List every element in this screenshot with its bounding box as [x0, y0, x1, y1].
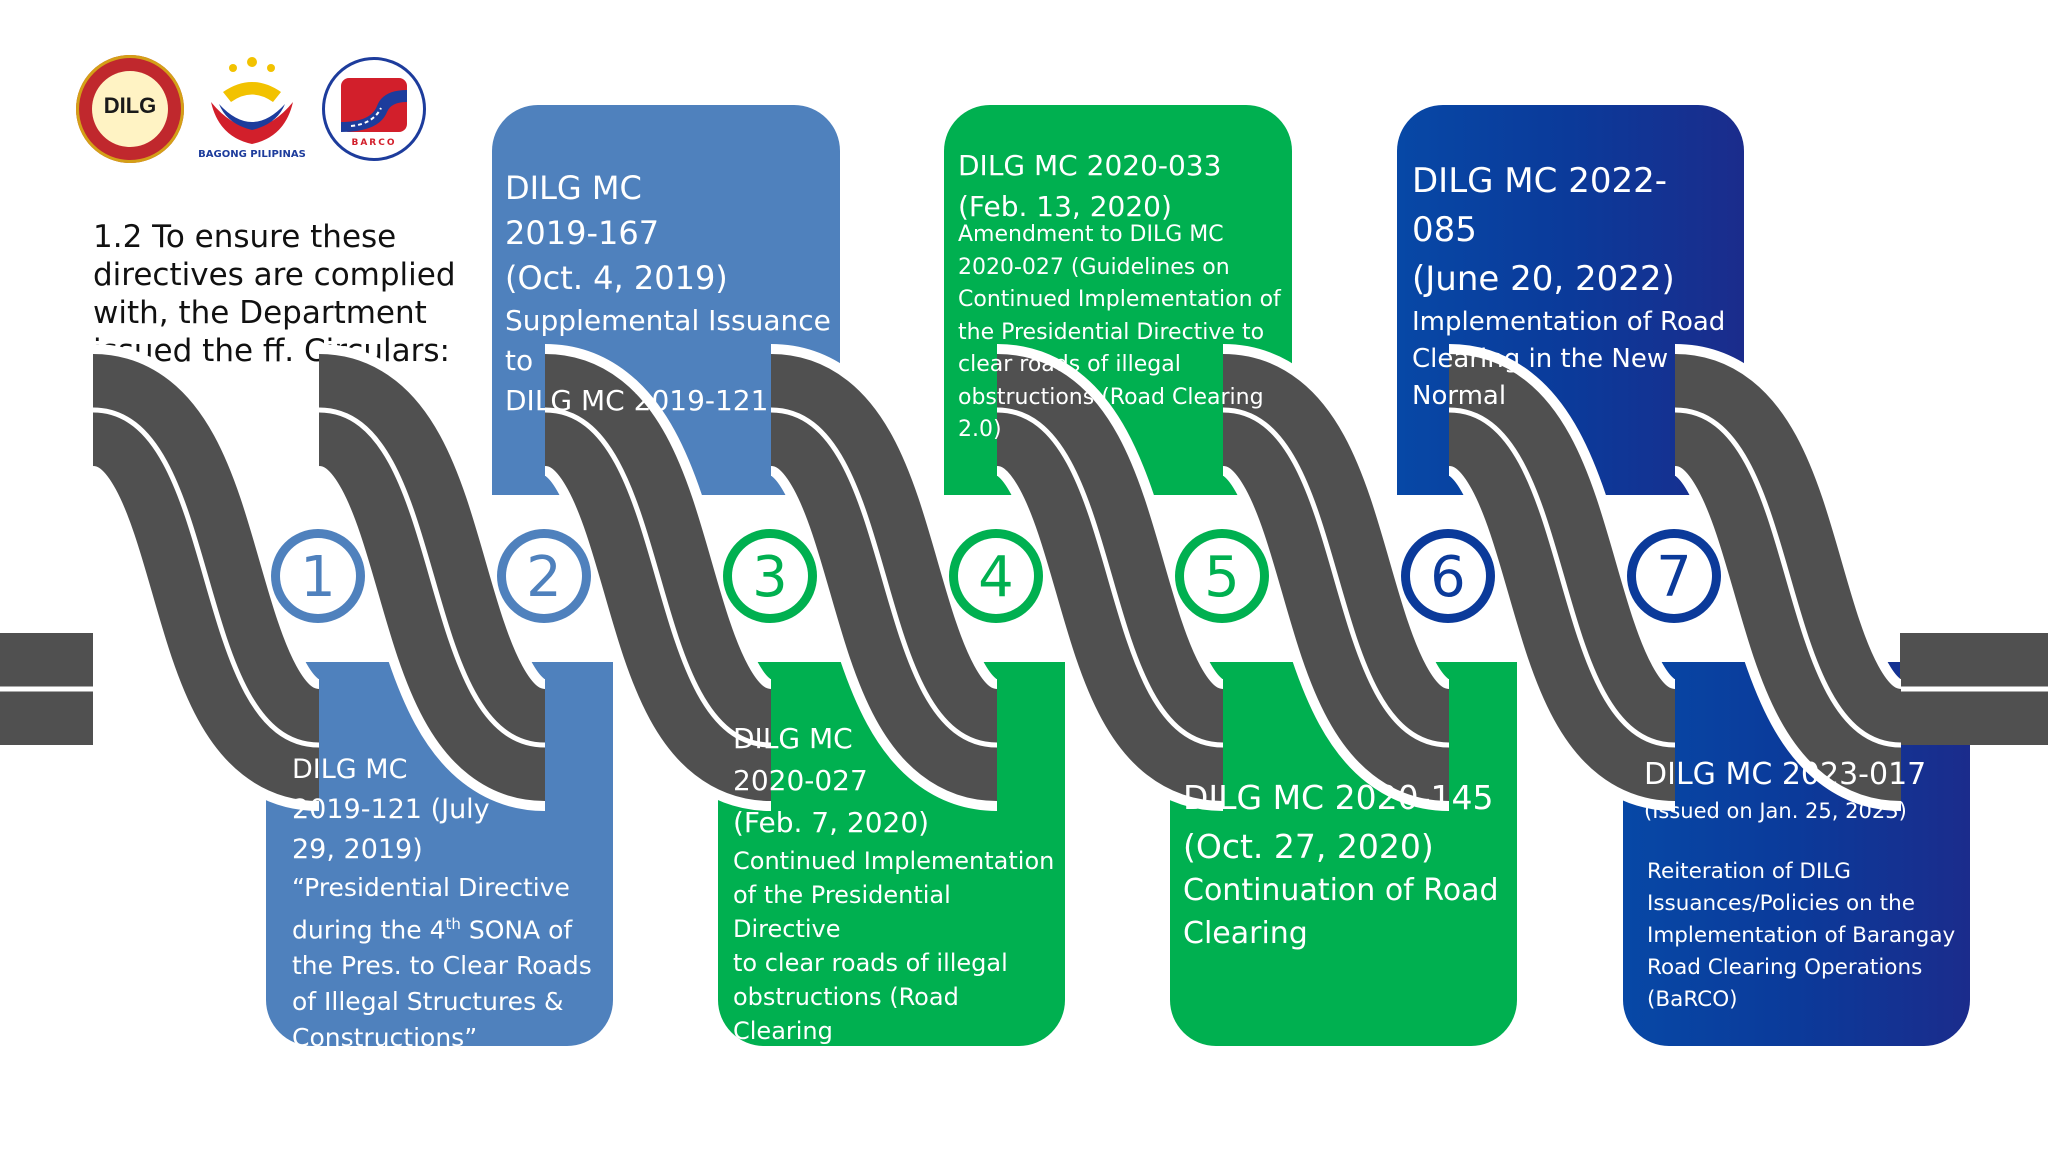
- step-5-number: 5: [1204, 545, 1240, 610]
- step-5-content: DILG MC 2020-145 (Oct. 27, 2020) Continu…: [1183, 773, 1513, 955]
- road-lane-line: [770, 407, 998, 748]
- step-4-content: DILG MC 2020-033 (Feb. 13, 2020) Amendme…: [958, 145, 1288, 447]
- road-lane-line: [318, 407, 546, 748]
- step-5-desc: Continuation of Road Clearing: [1183, 873, 1499, 951]
- step-1-number: 1: [300, 545, 336, 610]
- step-4-desc: Amendment to DILG MC 2020-027 (Guideline…: [958, 222, 1281, 442]
- step-3-desc: Continued Implementation of the Presiden…: [733, 847, 1055, 1079]
- road-lane-line: [92, 407, 320, 748]
- dilg-seal-logo: DILG: [76, 55, 184, 163]
- step-2-content: DILG MC 2019-167 (Oct. 4, 2019) Suppleme…: [505, 166, 835, 421]
- barco-logo: BARCO: [322, 57, 426, 161]
- step-1-desc: “Presidential Directive during the 4th S…: [292, 873, 592, 1053]
- road-lane-line: [544, 407, 772, 748]
- step-5-circle-inner: [1184, 538, 1260, 614]
- step-3-title: DILG MC 2020-027 (Feb. 7, 2020): [733, 722, 930, 839]
- bagong-pilipinas-logo: BAGONG PILIPINAS: [193, 52, 311, 164]
- step-7-subtitle: (Issued on Jan. 25, 2023): [1644, 799, 1907, 823]
- step-6-content: DILG MC 2022- 085 (June 20, 2022) Implem…: [1412, 157, 1742, 415]
- step-7-number: 7: [1656, 545, 1692, 610]
- step-2-desc: Supplemental Issuance to DILG MC 2019-12…: [505, 304, 831, 417]
- step-5-title: DILG MC 2020-145 (Oct. 27, 2020): [1183, 778, 1494, 866]
- step-4-title: DILG MC 2020-033 (Feb. 13, 2020): [958, 149, 1222, 223]
- dilg-logo-text: DILG: [103, 93, 157, 118]
- road-lane-line: [1674, 407, 1902, 748]
- number-markers: 1 2 3 4 5 6 7: [271, 529, 1721, 623]
- step-2-number: 2: [526, 545, 562, 610]
- step-4-circle-inner: [958, 538, 1034, 614]
- step-1-title: DILG MC 2019-121 (July 29, 2019): [292, 754, 490, 865]
- step-2-title: DILG MC 2019-167 (Oct. 4, 2019): [505, 169, 728, 297]
- road-lane-line: [1222, 407, 1450, 748]
- barco-logo-text: BARCO: [351, 138, 397, 148]
- step-7-desc: Reiteration of DILG Issuances/Policies o…: [1647, 859, 1956, 1012]
- step-7-title: DILG MC 2023-017: [1644, 757, 1927, 792]
- step-7-content: DILG MC 2023-017 (Issued on Jan. 25, 202…: [1644, 756, 1964, 1016]
- step-3-content: DILG MC 2020-027 (Feb. 7, 2020) Continue…: [733, 718, 1063, 1082]
- road-group: [0, 344, 2048, 811]
- step-2-circle-inner: [506, 538, 582, 614]
- step-4-number: 4: [978, 545, 1014, 610]
- step-6-circle-inner: [1410, 538, 1486, 614]
- road-lane-line: [996, 407, 1224, 748]
- step-1-circle-inner: [280, 538, 356, 614]
- bagong-pilipinas-text: BAGONG PILIPINAS: [198, 149, 306, 160]
- step-7-circle-inner: [1636, 538, 1712, 614]
- step-1-content: DILG MC 2019-121 (July 29, 2019) “Presid…: [292, 750, 602, 1056]
- step-6-desc: Implementation of Road Clearing in the N…: [1412, 307, 1726, 411]
- step-6-number: 6: [1430, 545, 1466, 610]
- road-lane-line: [1448, 407, 1676, 748]
- step-6-title: DILG MC 2022- 085 (June 20, 2022): [1412, 161, 1675, 299]
- step-3-number: 3: [752, 545, 788, 610]
- step-3-circle-inner: [732, 538, 808, 614]
